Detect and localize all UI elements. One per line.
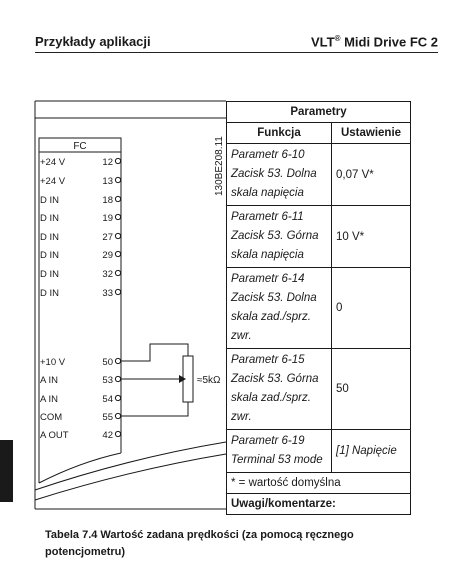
table-row: Parametr 6-15 Zacisk 53. Górna skala zad… — [226, 348, 411, 430]
terminal-number: 18 — [102, 195, 113, 206]
terminal-connector — [114, 157, 122, 165]
section-title: Przykłady aplikacji — [35, 34, 151, 49]
row-setting: [1] Napięcie — [331, 429, 411, 473]
terminal-name: D IN — [40, 269, 59, 280]
terminal-list: +24 V 12 +24 V 13 D IN 18 D IN 19 D IN 27 D IN 29 D … — [40, 157, 122, 441]
row-function: Parametr 6-19 Terminal 53 mode — [226, 429, 332, 473]
pot-label: ≈5kΩ — [197, 375, 221, 386]
row-function: Parametr 6-10 Zacisk 53. Dolna skala nap… — [226, 143, 332, 206]
wiper-arrow — [179, 375, 186, 383]
row-setting: 0 — [331, 267, 411, 349]
terminal-name: COM — [40, 412, 62, 423]
table-caption: Tabela 7.4 Wartość zadana prędkości (za … — [45, 529, 354, 558]
terminal-name: D IN — [40, 232, 59, 243]
comments-label: Uwagi/komentarze: — [226, 493, 411, 515]
terminal-connector — [114, 412, 122, 420]
table-header-row: Funkcja Ustawienie — [226, 122, 411, 144]
terminal-connector — [114, 394, 122, 402]
terminal-name: A IN — [40, 394, 58, 405]
table-title: Parametry — [226, 101, 411, 123]
terminal-name: +10 V — [40, 357, 66, 368]
terminal-number: 42 — [102, 430, 113, 441]
row-setting: 50 — [331, 348, 411, 430]
break-line-1 — [34, 441, 227, 491]
default-note-row: * = wartość domyślna — [226, 472, 411, 494]
terminal-number: 33 — [102, 288, 113, 299]
terminal-number: 53 — [102, 375, 113, 386]
terminal-connector — [114, 176, 122, 184]
table-row: Parametr 6-19 Terminal 53 mode [1] Napię… — [226, 429, 411, 473]
col-header-setting: Ustawienie — [331, 122, 411, 144]
terminal-number: 19 — [102, 213, 113, 224]
parameters-table: Parametry Funkcja Ustawienie Parametr 6-… — [226, 101, 411, 515]
row-function: Parametr 6-11 Zacisk 53. Górna skala nap… — [226, 205, 332, 268]
terminal-connector — [114, 250, 122, 258]
terminal-connector — [114, 430, 122, 438]
col-header-function: Funkcja — [226, 122, 332, 144]
table-title-row: Parametry — [226, 101, 411, 123]
row-setting: 0,07 V* — [331, 143, 411, 206]
terminal-connector — [114, 375, 122, 383]
wire-pot-to-com — [121, 402, 189, 417]
terminal-connector — [114, 232, 122, 240]
table-row: Parametr 6-10 Zacisk 53. Dolna skala nap… — [226, 143, 411, 206]
chapter-tab-marker — [0, 440, 13, 502]
terminal-name: +24 V — [40, 157, 66, 168]
terminal-name: D IN — [40, 213, 59, 224]
product-suffix: Midi Drive FC 2 — [340, 34, 438, 50]
terminal-name: D IN — [40, 195, 59, 206]
row-function: Parametr 6-14 Zacisk 53. Dolna skala zad… — [226, 267, 332, 349]
registered-mark: ® — [334, 34, 341, 43]
default-note: * = wartość domyślna — [226, 472, 411, 494]
table-row: Parametr 6-14 Zacisk 53. Dolna skala zad… — [226, 267, 411, 349]
terminal-name: +24 V — [40, 176, 66, 187]
product-prefix: VLT — [310, 34, 335, 50]
terminal-number: 54 — [102, 394, 113, 405]
terminal-name: D IN — [40, 288, 59, 299]
terminal-number: 27 — [102, 232, 113, 243]
comments-row: Uwagi/komentarze: — [226, 493, 411, 515]
terminal-number: 12 — [102, 157, 113, 168]
terminal-connector — [114, 269, 122, 277]
terminal-number: 50 — [102, 357, 113, 368]
terminal-number: 32 — [102, 269, 113, 280]
table-row: Parametr 6-11 Zacisk 53. Górna skala nap… — [226, 205, 411, 268]
fc-label: FC — [73, 141, 86, 152]
fc-box-break — [38, 452, 122, 484]
product-title: VLT® Midi Drive FC 2 — [311, 34, 438, 49]
header-rule — [35, 52, 438, 53]
break-line-2 — [34, 453, 227, 501]
terminal-number: 55 — [102, 412, 113, 423]
row-function: Parametr 6-15 Zacisk 53. Górna skala zad… — [226, 348, 332, 430]
terminal-name: D IN — [40, 250, 59, 261]
terminal-number: 13 — [102, 176, 113, 187]
terminal-connector — [114, 288, 122, 296]
terminal-connector — [114, 195, 122, 203]
fc-label-box — [38, 137, 122, 153]
terminal-name: A IN — [40, 375, 58, 386]
row-setting: 10 V* — [331, 205, 411, 268]
terminal-connector — [114, 357, 122, 365]
terminal-name: A OUT — [40, 430, 69, 441]
terminal-number: 29 — [102, 250, 113, 261]
terminal-connector — [114, 213, 122, 221]
wire-10v-to-pot — [121, 343, 189, 362]
figure-id: 130BE208.11 — [214, 136, 225, 196]
